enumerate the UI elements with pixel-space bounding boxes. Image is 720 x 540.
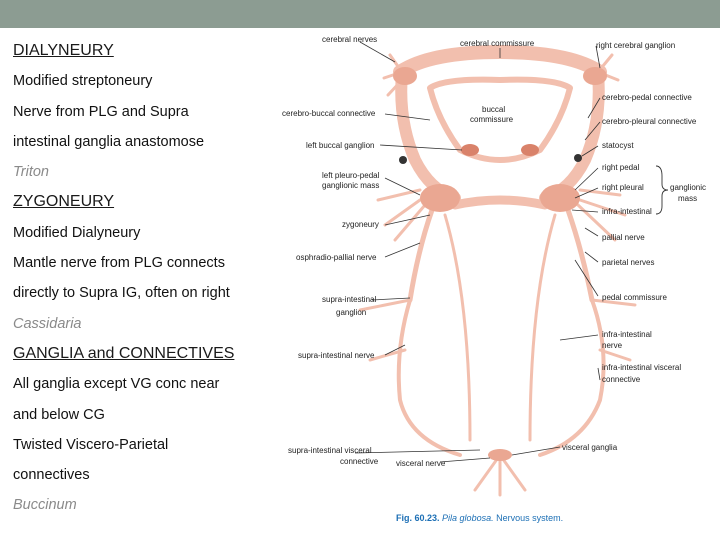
caption-species: Pila globosa. xyxy=(442,513,494,523)
right-pleuro-pedal-mass xyxy=(540,184,580,212)
label-buccal-commissure: buccal xyxy=(482,105,505,114)
left-pleuro-pedal-mass xyxy=(420,184,460,212)
label-parietal-nerves: parietal nerves xyxy=(602,258,654,267)
heading-dialyneury: DIALYNEURY xyxy=(13,42,114,59)
label-supra-intestinal-ganglion: ganglion xyxy=(336,308,366,317)
right-statocyst xyxy=(574,154,582,162)
label-supra-visceral: supra-intestinal visceral xyxy=(288,446,372,455)
visceral-loop-right xyxy=(538,298,606,457)
label-right-pleural: right pleural xyxy=(602,183,644,192)
bullet-text: intestinal ganglia anastomose xyxy=(13,133,205,150)
example-genus: Cassidaria xyxy=(13,315,82,332)
figure-labels: cerebral nerves cerebral commissure righ… xyxy=(282,35,706,468)
lateral-nerves-right xyxy=(576,188,637,362)
right-cerebral-ganglion xyxy=(583,67,607,85)
visceral-nerve xyxy=(473,453,527,497)
bullet-text: Modified Dialyneury xyxy=(13,224,141,241)
right-buccal-ganglion xyxy=(521,144,539,156)
bullet-text: Nerve from PLG and Supra xyxy=(13,103,189,120)
visceral-ganglion xyxy=(488,449,512,461)
heading-ganglia: GANGLIA and CONNECTIVES xyxy=(13,344,235,362)
label-visceral-nerve: visceral nerve xyxy=(396,459,446,468)
label-zygoneury: zygoneury xyxy=(342,220,379,229)
left-pleural-cord xyxy=(407,207,435,303)
lateral-nerves-left xyxy=(358,188,427,362)
label-ganglionic-mass: ganglionic xyxy=(670,183,706,192)
cerebral-nerves xyxy=(382,53,620,97)
caption-number: Fig. 60.23. xyxy=(396,513,440,523)
text-column: DIALYNEURY Modified streptoneury Nerve f… xyxy=(13,36,278,521)
label-pallial-nerve: pallial nerve xyxy=(602,233,645,242)
bullet-text: Mantle nerve from PLG connects xyxy=(13,255,225,272)
visceral-loop-left xyxy=(396,298,462,457)
label-cerebro-pedal: cerebro-pedal connective xyxy=(602,93,692,102)
heading-zygoneury: ZYGONEURY xyxy=(13,193,115,211)
right-pleural-cord xyxy=(565,207,595,303)
label-cerebral-commissure: cerebral commissure xyxy=(460,39,535,48)
leader-lines xyxy=(354,41,601,463)
example-genus: Buccinum xyxy=(13,497,77,514)
bullet-text: and below CG xyxy=(13,406,105,423)
label-infra-visceral: connective xyxy=(602,375,641,384)
bullet-text: directly to Supra IG, often on right xyxy=(13,285,230,302)
label-supra-visceral: connective xyxy=(340,457,379,466)
label-left-buccal: left buccal ganglion xyxy=(306,141,375,150)
label-statocyst: statocyst xyxy=(602,141,634,150)
left-statocyst xyxy=(399,156,407,164)
label-cerebral-nerves: cerebral nerves xyxy=(322,35,377,44)
label-left-pleuro-pedal: ganglionic mass xyxy=(322,181,379,190)
inner-cord-right xyxy=(528,213,557,442)
label-cerebro-pleural: cerebro-pleural connective xyxy=(602,117,697,126)
label-left-pleuro-pedal: left pleuro-pedal xyxy=(322,171,380,180)
figure-caption: Fig. 60.23. Pila globosa. Nervous system… xyxy=(396,513,563,523)
bullet-text: Modified streptoneury xyxy=(13,73,153,90)
label-right-cerebral-ganglion: right cerebral ganglion xyxy=(596,41,675,50)
title-bar xyxy=(0,0,720,28)
label-supra-intestinal-nerve: supra-intestinal nerve xyxy=(298,351,375,360)
bullet-text: All ganglia except VG conc near xyxy=(13,376,220,393)
label-visceral-ganglia: visceral ganglia xyxy=(562,443,618,452)
ganglia xyxy=(393,67,607,461)
inner-cord-left xyxy=(443,213,472,442)
left-buccal-ganglion xyxy=(461,144,479,156)
label-osphradio-pallial: osphradio-pallial nerve xyxy=(296,253,377,262)
label-cerebro-buccal: cerebro-buccal connective xyxy=(282,109,376,118)
example-genus: Triton xyxy=(13,164,49,181)
ganglionic-mass-bracket xyxy=(655,165,669,215)
pedal-commissure xyxy=(450,195,550,210)
label-infra-intestinal-nerve: infra-intestinal xyxy=(602,330,652,339)
bullet-text: connectives xyxy=(13,467,90,484)
label-supra-intestinal-ganglion: supra-intestinal xyxy=(322,295,376,304)
label-pedal-commissure: pedal commissure xyxy=(602,293,667,302)
label-infra-visceral: infra-intestinal visceral xyxy=(602,363,681,372)
bullet-text: Twisted Viscero-Parietal xyxy=(13,436,169,453)
label-buccal-commissure: commissure xyxy=(470,115,514,124)
caption-rest: Nervous system. xyxy=(496,513,563,523)
left-cerebral-ganglion xyxy=(393,67,417,85)
label-infra-intestinal: infra-intestinal xyxy=(602,207,652,216)
label-ganglionic-mass: mass xyxy=(678,194,697,203)
label-infra-intestinal-nerve: nerve xyxy=(602,341,623,350)
label-right-pedal: right pedal xyxy=(602,163,640,172)
